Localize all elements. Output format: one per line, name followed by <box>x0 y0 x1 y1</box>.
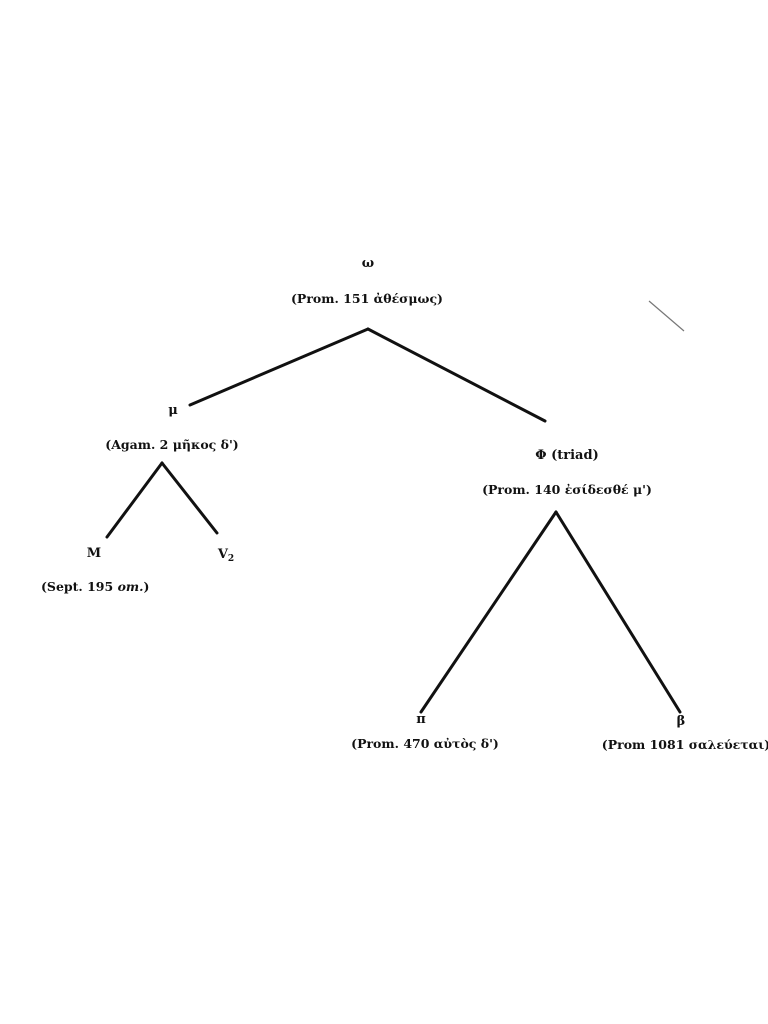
edge-mu-M <box>105 461 164 539</box>
edge-phi-beta <box>554 510 682 714</box>
node-M-siglum: M <box>86 546 102 561</box>
node-M-note: (Sept. 195 om.) <box>41 579 149 595</box>
node-pi-note: (Prom. 470 αὐτὸς δ') <box>351 736 499 751</box>
node-mu-note: (Agam. 2 μῆκος δ') <box>105 437 239 452</box>
node-omega-siglum: ω <box>361 256 375 271</box>
node-V2-subscript: 2 <box>227 554 235 564</box>
node-beta-siglum: β <box>676 714 686 729</box>
node-M-note-pre: (Sept. 195 <box>41 579 118 594</box>
node-beta-note: (Prom 1081 σαλεύεται) <box>601 737 768 752</box>
edge-omega-phi <box>366 327 547 423</box>
node-M-note-omission: om. <box>117 579 144 594</box>
node-V2-letter: V <box>217 547 228 562</box>
node-V2-siglum: V2 <box>218 547 234 567</box>
node-mu-siglum: μ <box>168 403 178 418</box>
node-M-note-post: ) <box>143 579 150 594</box>
edge-omega-mu <box>188 327 370 407</box>
edge-mu-V2 <box>160 461 219 535</box>
node-phi-note: (Prom. 140 ἐσίδεσθέ μ') <box>482 482 652 497</box>
edge-phi-pi <box>419 510 558 714</box>
node-omega-note: (Prom. 151 ἀθέσμως) <box>291 291 443 306</box>
node-phi-siglum: Φ (triad) <box>535 448 599 463</box>
node-pi-siglum: π <box>416 712 426 727</box>
scan-mark <box>648 300 685 332</box>
